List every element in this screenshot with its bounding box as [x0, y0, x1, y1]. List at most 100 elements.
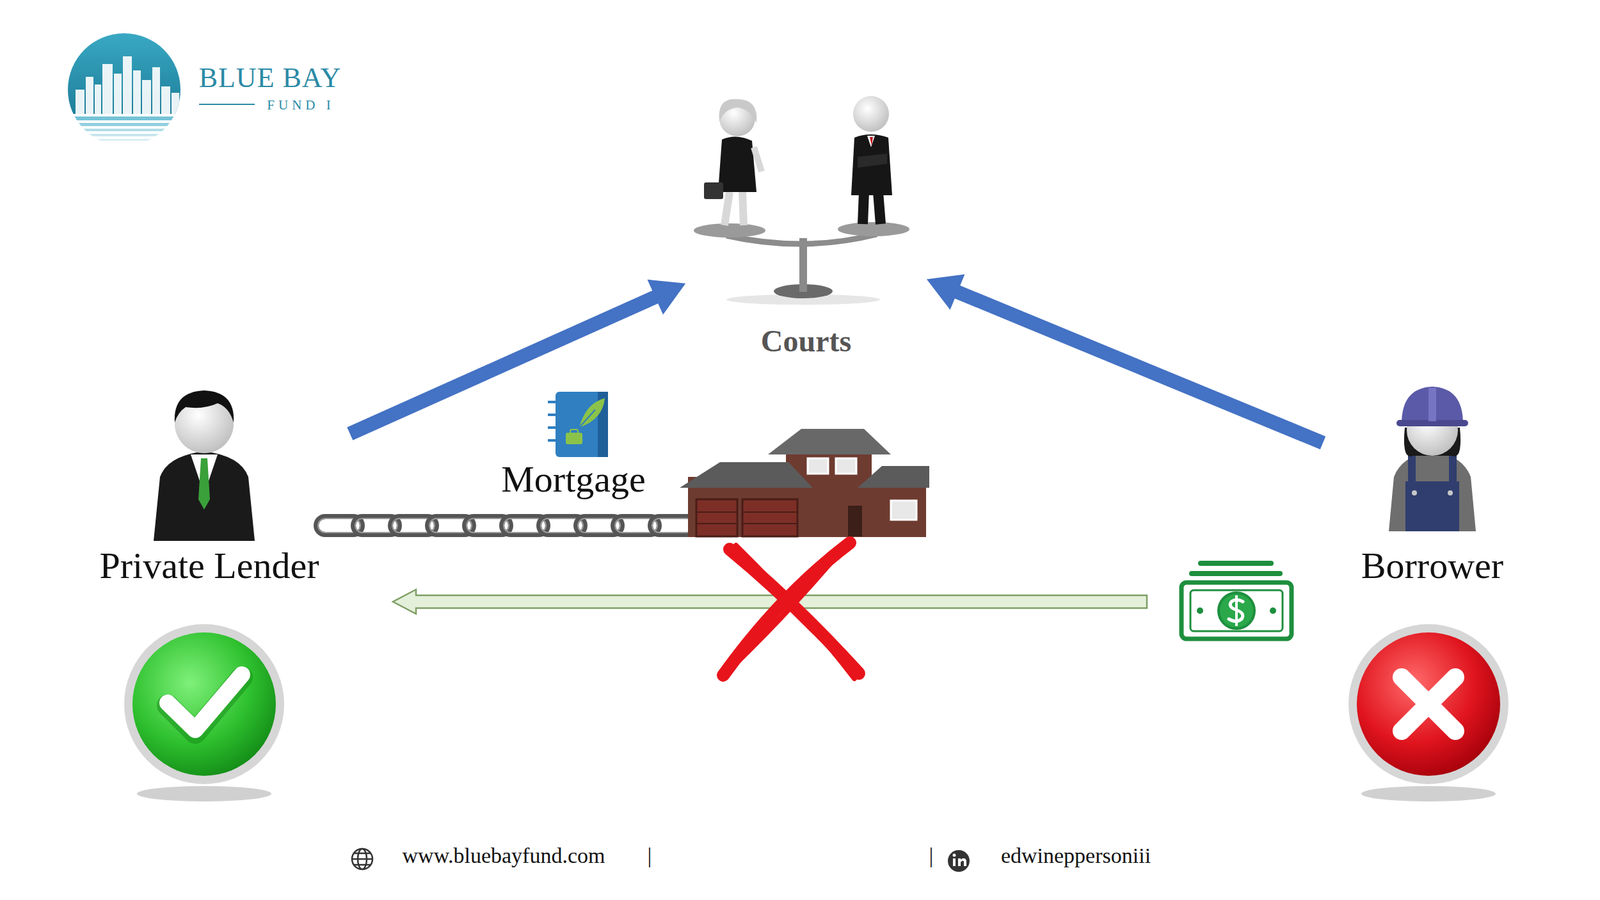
globe-icon-part — [353, 853, 371, 865]
rejected-cross — [1348, 624, 1509, 802]
logo-icon-part-part — [75, 122, 175, 127]
chain — [316, 516, 697, 535]
logo-icon-part-part — [75, 89, 85, 114]
house-part — [696, 499, 738, 537]
mortgage-icon-part — [565, 432, 583, 445]
mortgage-icon — [547, 391, 608, 457]
logo-icon-part-part — [152, 67, 160, 114]
house-part-part — [742, 511, 798, 513]
house-part — [848, 505, 863, 537]
website-text: www.bluebayfund.com — [402, 842, 606, 868]
logo-icon-part-part — [97, 138, 154, 141]
logo-icon-part-part — [142, 80, 152, 114]
linkedin-icon — [947, 849, 970, 872]
logo-rule — [199, 103, 255, 105]
globe-icon — [352, 848, 373, 870]
logo-icon-part — [64, 32, 186, 114]
approved-check-part — [167, 674, 242, 730]
money-icon-part — [1235, 595, 1238, 626]
arrow-head — [926, 273, 966, 310]
courts-figures-part — [867, 135, 875, 148]
house-part — [679, 462, 813, 488]
globe-icon-part — [352, 858, 373, 861]
mortgage-icon-part-part — [547, 439, 557, 442]
logo-icon — [64, 32, 186, 141]
approved-check-part — [132, 632, 276, 776]
logo-icon-part — [75, 56, 180, 114]
mortgage-icon-part — [579, 398, 605, 428]
approved-check-part — [124, 624, 285, 784]
linkedin-icon-part — [958, 858, 967, 866]
lender-node: Private Lender — [76, 403, 342, 591]
arrow-head — [647, 279, 687, 315]
globe-icon-part — [352, 848, 373, 870]
mortgage-icon-part — [570, 429, 578, 434]
logo-icon-part-part — [122, 56, 132, 114]
money-icon-part — [1190, 590, 1283, 632]
house-part-part — [742, 522, 798, 525]
linkedin-icon-part — [952, 853, 957, 857]
courts-figures-part — [862, 192, 864, 224]
connector — [926, 273, 1323, 443]
arrow-shaft — [350, 295, 658, 434]
lender-figure-part — [198, 458, 210, 510]
mortgage-icon-part — [547, 401, 557, 441]
courts-figures-part — [753, 147, 762, 172]
lender-figure — [153, 390, 255, 541]
house-part — [768, 428, 891, 455]
logo-icon-part-part — [94, 84, 102, 114]
red-strike-part — [723, 542, 850, 676]
mortgage-icon-part — [579, 409, 596, 428]
courts-figures — [693, 96, 910, 305]
house-part — [890, 500, 917, 520]
house — [679, 428, 930, 537]
logo-icon-part-part — [85, 76, 94, 114]
money-icon-part — [1181, 582, 1292, 639]
borrower-figure-part — [1405, 481, 1460, 532]
money-icon — [1181, 560, 1292, 639]
money-icon-part — [1196, 607, 1204, 614]
arrow-shaft — [954, 291, 1323, 443]
separator: | — [929, 842, 934, 868]
courts-figures-part — [704, 182, 724, 200]
logo-icon-part — [70, 116, 180, 141]
node-label: Private Lender — [99, 544, 319, 588]
borrower-figure-part — [1428, 387, 1437, 422]
courts-figures-part — [857, 153, 888, 168]
approved-check-part — [136, 785, 272, 802]
borrower-figure-part — [1388, 451, 1476, 532]
courts-figures-part — [719, 99, 758, 123]
lender-figure-part — [153, 451, 255, 541]
logo-icon-part-part — [133, 70, 141, 114]
house-part-part — [696, 511, 738, 513]
courts-figures-part — [851, 134, 893, 196]
borrower-node: Borrower — [1331, 385, 1534, 591]
courts-figures-part — [742, 192, 744, 226]
courts-figures-part — [853, 96, 889, 132]
house-part — [807, 458, 829, 474]
courts-figures-part — [718, 136, 757, 192]
node-label: Borrower — [1361, 544, 1504, 588]
red-strike-part — [729, 549, 859, 674]
courts-figures-part — [693, 223, 766, 238]
red-strike — [723, 542, 859, 679]
linkedin-handle: edwineppersoniii — [1000, 842, 1151, 868]
rejected-cross-part — [1356, 632, 1501, 776]
house-part — [835, 458, 857, 474]
house-part-part — [696, 522, 738, 525]
linkedin-icon-part — [947, 849, 970, 872]
rejected-cross-part — [1348, 624, 1509, 784]
borrower-figure-part — [1401, 386, 1464, 424]
logo-icon-part-part — [161, 86, 171, 114]
logo-icon-part-part — [70, 116, 180, 121]
logo-icon-part-part — [102, 64, 113, 114]
court-node: Courts — [693, 96, 919, 363]
money-icon-part — [1198, 560, 1274, 566]
logo-icon-part-part — [113, 73, 122, 114]
logo-subname: FUND I — [266, 97, 335, 113]
mortgage-icon-part-part — [547, 413, 557, 416]
node-label: Courts — [760, 323, 852, 359]
